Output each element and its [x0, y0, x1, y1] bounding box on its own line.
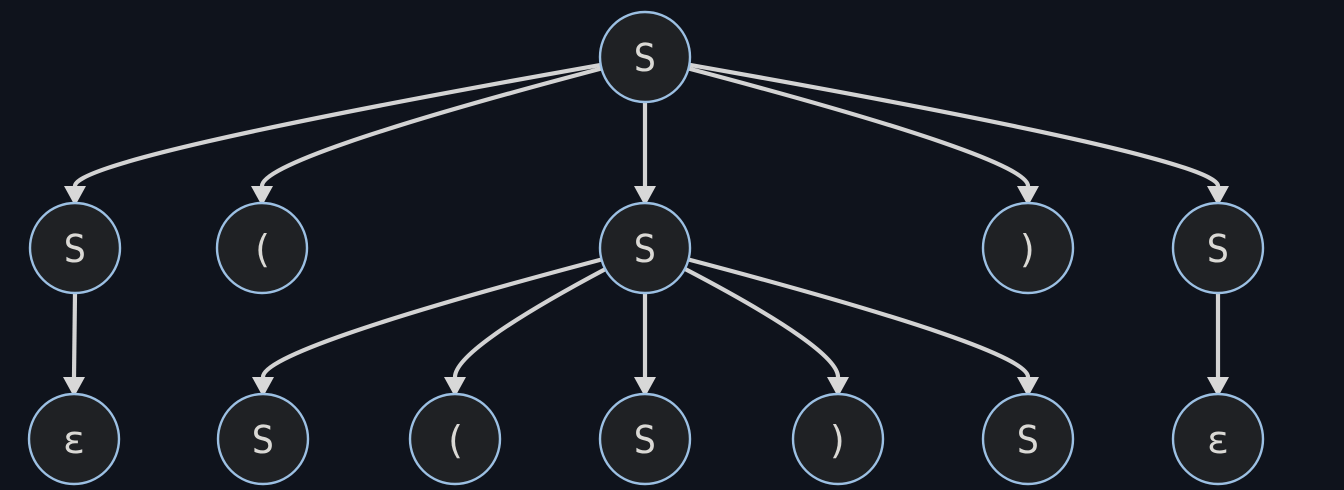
arrowhead-icon	[63, 377, 85, 397]
tree-node-circle	[1171, 201, 1265, 295]
tree-node-circle	[981, 392, 1075, 486]
tree-edge	[259, 66, 603, 187]
arrowhead-icon	[444, 377, 466, 397]
tree-edge	[688, 62, 1221, 187]
tree-node-circle	[408, 392, 502, 486]
tree-edge	[683, 267, 841, 378]
arrowhead-icon	[251, 186, 273, 206]
arrowhead-icon	[1017, 186, 1039, 206]
tree-node-circle	[981, 201, 1075, 295]
tree-node-circle	[28, 201, 122, 295]
tree-node-circle	[215, 201, 309, 295]
tree-edge	[260, 257, 603, 378]
tree-edge	[71, 292, 78, 378]
arrowhead-icon	[252, 377, 274, 397]
tree-edge	[452, 267, 607, 378]
tree-node-circle	[27, 392, 121, 486]
arrowhead-icon	[634, 377, 656, 397]
tree-edge	[72, 62, 602, 187]
arrowhead-icon	[634, 186, 656, 206]
arrowhead-icon	[1207, 186, 1229, 206]
tree-edge	[687, 66, 1031, 187]
arrowhead-icon	[64, 186, 86, 206]
arrowhead-icon	[1017, 377, 1039, 397]
tree-node-circle	[1171, 392, 1265, 486]
tree-node-circle	[598, 201, 692, 295]
arrowhead-icon	[827, 377, 849, 397]
tree-edge	[687, 257, 1031, 378]
tree-node-circle	[598, 10, 692, 104]
arrowhead-icon	[1207, 377, 1229, 397]
tree-node-circle	[598, 392, 692, 486]
tree-node-circle	[791, 392, 885, 486]
tree-node-circle	[216, 392, 310, 486]
